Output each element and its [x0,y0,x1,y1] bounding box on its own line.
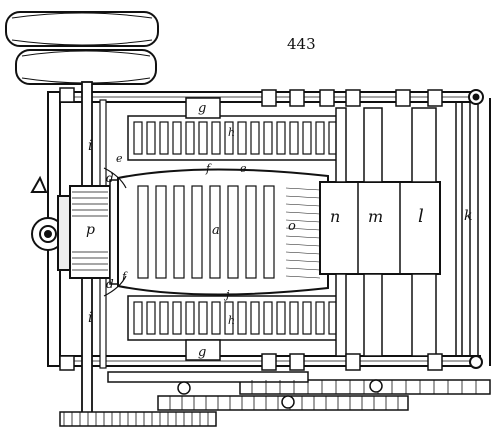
figure-labels: g g h h i i d d e e f f j a o p n m l k [86,101,472,360]
label-n: n [330,207,340,226]
label-l: l [418,206,424,227]
rail-clamps [59,87,443,371]
label-f-bottom: f [121,270,128,283]
label-a: a [212,223,220,238]
page-number: 443 [287,35,316,53]
label-g-bottom: g [198,345,206,360]
label-d-top: d [106,171,114,185]
right-rollers [335,107,437,357]
label-g-top: g [198,101,206,116]
top-left-rollers [5,11,159,85]
label-f-top: f [205,162,212,175]
left-hub [30,175,71,271]
label-i-top: i [88,138,92,154]
lower-lever-row [127,295,341,361]
label-e-bottom: e [240,162,247,175]
label-o: o [288,219,296,234]
label-k: k [464,208,472,224]
label-m: m [368,207,383,226]
label-i-bottom: i [88,310,92,326]
label-p: p [86,222,95,238]
cloth-panels [319,181,441,275]
label-h-top: h [228,126,235,139]
label-j: j [223,288,230,301]
bottom-gears [59,371,491,427]
card-cylinder [103,167,329,297]
block-p [69,179,125,285]
label-d-bottom: d [106,277,114,291]
label-h-bottom: h [228,314,235,327]
upper-lever-row [127,97,341,161]
label-e-top: e [116,152,123,165]
